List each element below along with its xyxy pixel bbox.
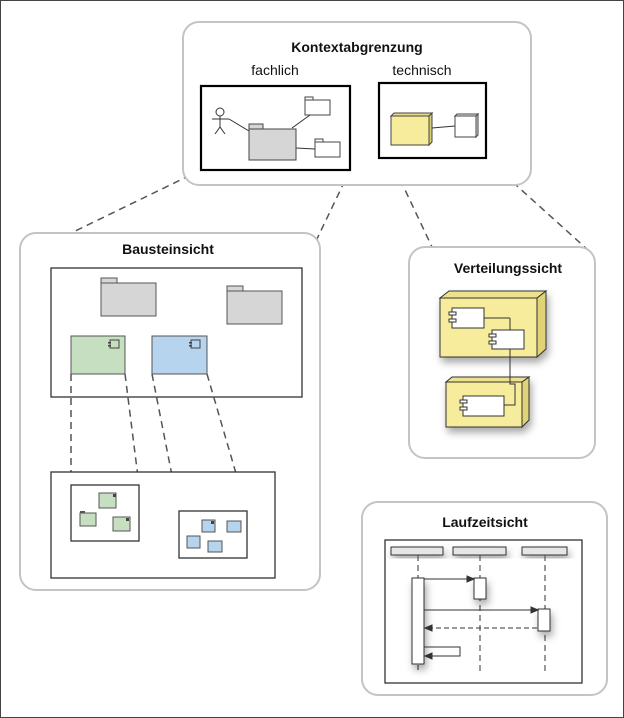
baustein-title: Bausteinsicht	[122, 241, 214, 257]
activations	[411, 577, 551, 665]
node-cube-icon	[389, 111, 434, 147]
kontext-panel: Kontextabgrenzung fachlich technisch	[182, 21, 532, 186]
package-icon	[304, 96, 331, 116]
laufzeit-panel: Laufzeitsicht	[361, 501, 608, 696]
baustein-panel: Bausteinsicht	[19, 232, 321, 591]
technisch-label: technisch	[392, 62, 451, 78]
kontext-title: Kontextabgrenzung	[291, 39, 422, 55]
package-icon	[248, 123, 297, 161]
blue-subsystem	[178, 510, 248, 559]
fachlich-box	[199, 84, 352, 172]
technisch-box	[377, 81, 488, 160]
fachlich-label: fachlich	[251, 62, 298, 78]
component-icon	[109, 339, 120, 349]
package-icon	[314, 138, 341, 158]
green-subsystem	[70, 484, 140, 542]
package-icon	[100, 277, 157, 317]
verteilung-panel: Verteilungssicht	[408, 246, 596, 459]
node-cube-icon	[453, 112, 480, 139]
component-icon	[488, 329, 525, 350]
level1-box	[50, 267, 303, 398]
green-component	[70, 335, 126, 375]
laufzeit-title: Laufzeitsicht	[442, 514, 528, 530]
messages	[423, 575, 540, 660]
component-icon	[448, 307, 485, 329]
component-icon	[190, 339, 201, 349]
actor-icon	[212, 107, 229, 135]
package-icon	[226, 285, 283, 325]
blue-component	[151, 335, 208, 375]
component-icon	[459, 395, 505, 417]
lifeline-heads	[390, 546, 568, 556]
verteilung-title: Verteilungssicht	[454, 260, 562, 276]
